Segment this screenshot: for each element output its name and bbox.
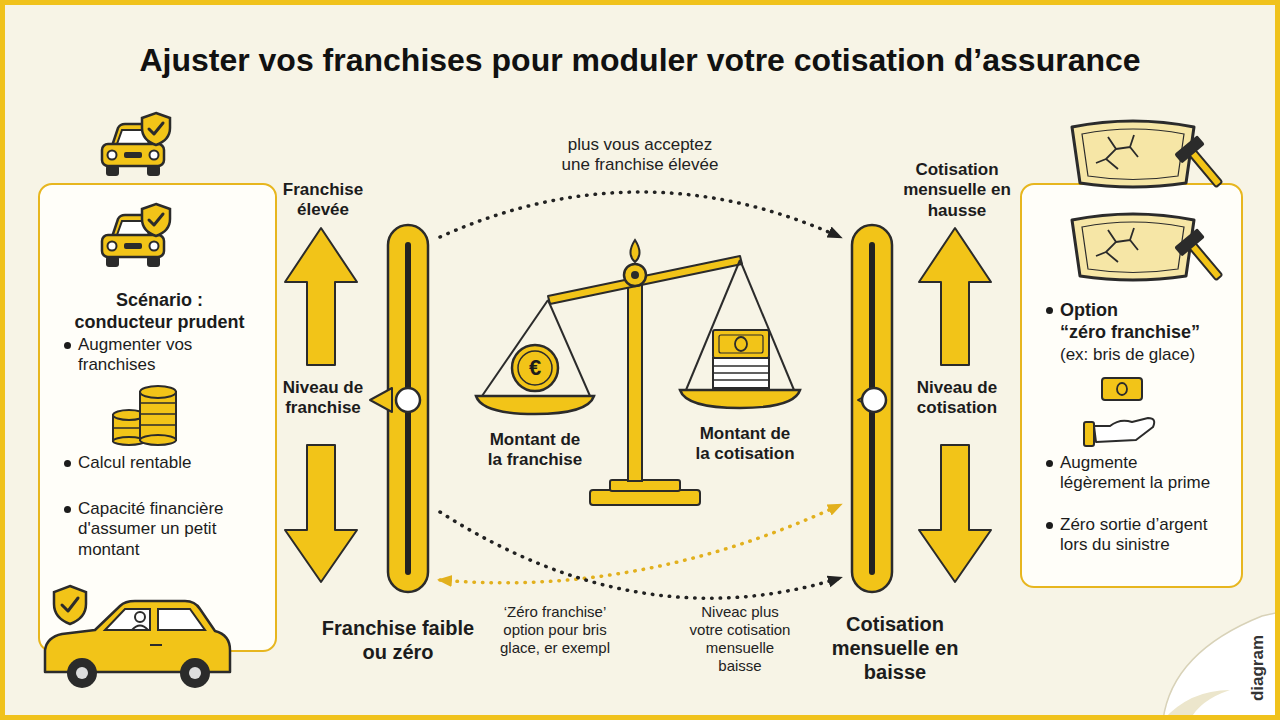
bullet-text: Capacité financière d'assumer un petit m… bbox=[78, 499, 270, 560]
cotisation-slider-art bbox=[862, 388, 886, 412]
scale-label: Montant de la franchise bbox=[485, 430, 585, 471]
balance-scale bbox=[719, 335, 763, 353]
car-side-icon bbox=[180, 658, 210, 688]
watermark: diagram bbox=[1248, 628, 1268, 708]
page-curl bbox=[1163, 612, 1280, 720]
car-icon bbox=[102, 113, 170, 176]
panel-note: (ex: bris de glace) bbox=[1060, 345, 1235, 365]
balance-scale bbox=[482, 300, 548, 396]
car-side-icon bbox=[76, 667, 88, 679]
bullet-text: Augmenter vos franchises bbox=[78, 335, 253, 376]
balance-scale bbox=[631, 271, 639, 279]
balance-scale bbox=[713, 372, 769, 374]
balance-scale bbox=[631, 240, 640, 262]
page-curl bbox=[1163, 690, 1230, 720]
cotisation-slider-art bbox=[869, 242, 875, 575]
balance-scale bbox=[680, 390, 800, 408]
balance-scale bbox=[548, 300, 590, 396]
balance-scale bbox=[512, 345, 558, 391]
bullet-dot bbox=[1046, 522, 1053, 529]
balance-scale bbox=[686, 260, 740, 390]
slider-label: Niveau de cotisation bbox=[902, 378, 1012, 419]
balance-scale bbox=[610, 480, 680, 491]
scale-label: Montant de la cotisation bbox=[693, 424, 797, 465]
franchise-slider-art bbox=[370, 388, 392, 412]
bullet-dot bbox=[1046, 460, 1053, 467]
currency-symbol: € bbox=[519, 355, 551, 381]
dotted-connector bbox=[440, 512, 840, 598]
slider-label: Cotisation mensuelle en hausse bbox=[902, 160, 1012, 221]
balance-scale bbox=[740, 260, 794, 390]
slider-label: Niveau de franchise bbox=[273, 378, 373, 419]
balance-scale bbox=[713, 358, 769, 388]
franchise-slider-art bbox=[285, 228, 357, 365]
connector-label: ‘Zéro franchise’ option pour bris glace,… bbox=[490, 603, 620, 657]
franchise-slider-art bbox=[396, 388, 420, 412]
bullet-dot bbox=[1046, 307, 1053, 314]
balance-scale bbox=[628, 278, 642, 481]
dotted-connector bbox=[440, 192, 840, 237]
slider-label: Franchise élevée bbox=[273, 180, 373, 221]
connector-label: plus vous acceptez une franchise élevée bbox=[555, 135, 725, 176]
car-side-icon bbox=[67, 658, 97, 688]
cotisation-slider-art bbox=[852, 225, 892, 592]
connector-label: Niveac plus votre cotisation mensuelle b… bbox=[684, 603, 796, 675]
balance-scale bbox=[713, 379, 769, 381]
balance-scale bbox=[735, 337, 747, 351]
panel-heading: Option bbox=[1060, 300, 1235, 322]
cotisation-slider-art bbox=[858, 390, 876, 410]
bullet-text: Calcul rentable bbox=[78, 453, 268, 473]
cotisation-slider-art bbox=[919, 445, 991, 582]
bullet-text: Zéro sortie d’argent lors du sinistre bbox=[1060, 515, 1235, 556]
franchise-slider-art bbox=[285, 445, 357, 582]
car-side-icon bbox=[189, 667, 201, 679]
franchise-slider-art bbox=[388, 225, 428, 592]
page-curl bbox=[1163, 612, 1280, 720]
title: Ajuster vos franchises pour moduler votr… bbox=[0, 40, 1280, 80]
balance-scale bbox=[713, 330, 769, 358]
slider-label: Franchise faible ou zéro bbox=[318, 616, 478, 664]
bullet-dot bbox=[64, 460, 71, 467]
bullet-dot bbox=[64, 506, 71, 513]
balance-scale bbox=[713, 365, 769, 367]
balance-scale bbox=[476, 240, 800, 505]
franchise-slider: Franchise élevéeNiveau de franchiseFranc… bbox=[280, 175, 440, 670]
panel-heading: “zéro franchise” bbox=[1060, 322, 1235, 344]
option-panel: Option“zéro franchise”(ex: bris de glace… bbox=[1020, 183, 1243, 588]
balance-scale bbox=[590, 490, 700, 505]
franchise-slider-art bbox=[405, 242, 411, 575]
bullet-text: Augmente légèrement la prime bbox=[1060, 453, 1218, 494]
balance-scale bbox=[624, 264, 646, 286]
balance-scale bbox=[548, 256, 742, 304]
balance-scale bbox=[518, 351, 552, 385]
bullet-dot bbox=[64, 342, 71, 349]
scenario-panel: Scénario : conducteur prudentAugmenter v… bbox=[38, 183, 277, 652]
slider-label: Cotisation mensuelle en baisse bbox=[830, 612, 960, 684]
cotisation-slider: Cotisation mensuelle en hausseNiveau de … bbox=[840, 160, 1015, 690]
balance-scale bbox=[476, 396, 594, 414]
dotted-connector bbox=[440, 505, 840, 583]
panel-heading: Scénario : conducteur prudent bbox=[67, 290, 252, 333]
cotisation-slider-art bbox=[919, 228, 991, 365]
